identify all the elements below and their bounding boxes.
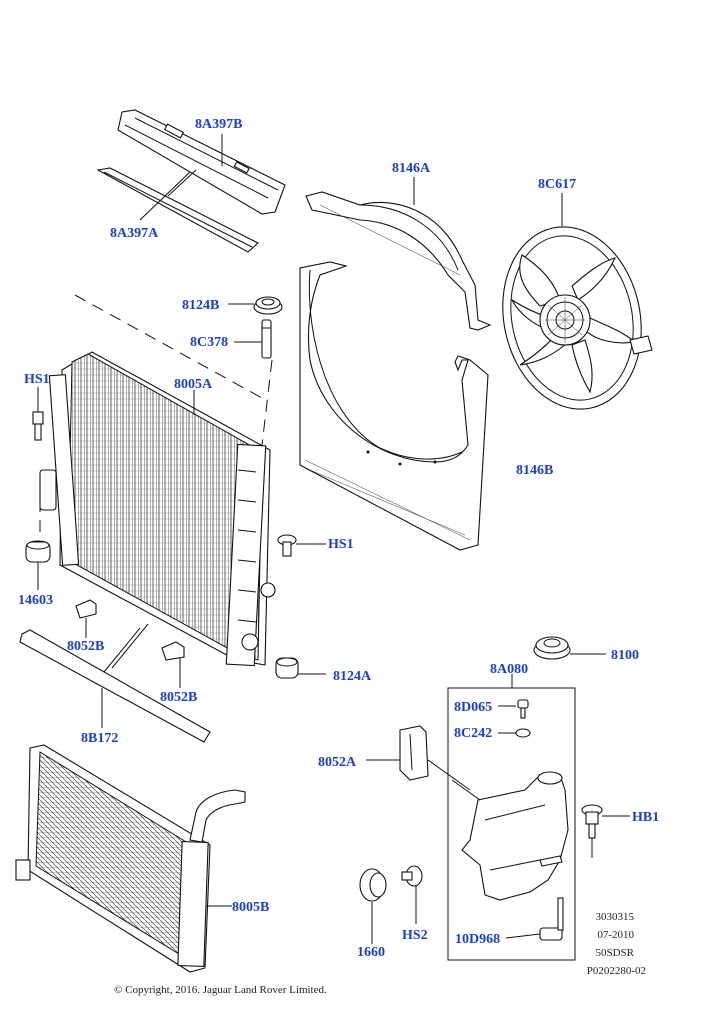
reference-date: 07-2010	[597, 929, 634, 941]
screw-HS1-left	[32, 411, 44, 441]
callout-10D968[interactable]: 10D968	[455, 932, 501, 947]
sensor-10D968	[539, 897, 564, 941]
screw-8D065	[517, 699, 529, 719]
callout-8052A[interactable]: 8052A	[318, 755, 357, 770]
callout-8A397A[interactable]: 8A397A	[110, 226, 159, 241]
reference-number: P0202280-02	[586, 965, 646, 977]
callout-14603[interactable]: 14603	[18, 593, 53, 608]
reference-code: 3030315	[595, 911, 635, 923]
pin-8C378	[261, 319, 272, 359]
callout-8C378[interactable]: 8C378	[190, 335, 229, 350]
radiator-8005A	[39, 351, 276, 667]
screw-HS2	[401, 865, 423, 887]
lower-seal-8B172	[19, 629, 211, 743]
expansion-tank	[461, 771, 569, 901]
callout-1660[interactable]: 1660	[357, 945, 385, 960]
clip-8052B-left	[75, 599, 97, 619]
callout-8052B-right[interactable]: 8052B	[160, 690, 198, 705]
upper-cover-8A397B	[117, 109, 286, 215]
fan-assembly-8C617	[502, 226, 653, 410]
callout-8005B[interactable]: 8005B	[232, 900, 270, 915]
callout-8D065[interactable]: 8D065	[454, 700, 493, 715]
bushing-14603	[25, 540, 51, 563]
screw-HS1-right	[277, 534, 297, 557]
callout-8A080[interactable]: 8A080	[490, 662, 529, 677]
callout-8B172[interactable]: 8B172	[81, 731, 119, 746]
callout-8C617[interactable]: 8C617	[538, 177, 577, 192]
upper-shroud-8146A	[305, 191, 492, 331]
callout-HS1-right[interactable]: HS1	[328, 537, 354, 552]
copyright-notice: © Copyright, 2016. Jaguar Land Rover Lim…	[114, 984, 327, 996]
callout-8100[interactable]: 8100	[611, 648, 639, 663]
washer-8C242	[515, 728, 531, 738]
clip-8052B-right	[161, 641, 185, 661]
callout-8C242[interactable]: 8C242	[454, 726, 493, 741]
seal-strip-8A397A	[96, 167, 259, 253]
callout-HB1[interactable]: HB1	[632, 810, 660, 825]
callout-HS1-left[interactable]: HS1	[24, 372, 50, 387]
bushing-8124A	[275, 657, 299, 679]
lower-shroud-8146B	[299, 261, 489, 551]
cap-8100	[533, 636, 571, 660]
cap-8124B	[253, 296, 283, 315]
callout-8146B[interactable]: 8146B	[516, 463, 554, 478]
callout-8124B[interactable]: 8124B	[182, 298, 220, 313]
bracket-8052A	[399, 725, 429, 781]
grommet-1660	[359, 868, 387, 902]
callout-HS2[interactable]: HS2	[402, 928, 428, 943]
bolt-HB1	[581, 804, 603, 839]
condenser-8005B	[15, 744, 246, 973]
callout-8005A[interactable]: 8005A	[174, 377, 213, 392]
callout-8052B-left[interactable]: 8052B	[67, 639, 105, 654]
reference-model: 50SDSR	[595, 947, 634, 959]
callout-8146A[interactable]: 8146A	[392, 161, 431, 176]
callout-8124A[interactable]: 8124A	[333, 669, 372, 684]
callout-8A397B[interactable]: 8A397B	[195, 117, 243, 132]
